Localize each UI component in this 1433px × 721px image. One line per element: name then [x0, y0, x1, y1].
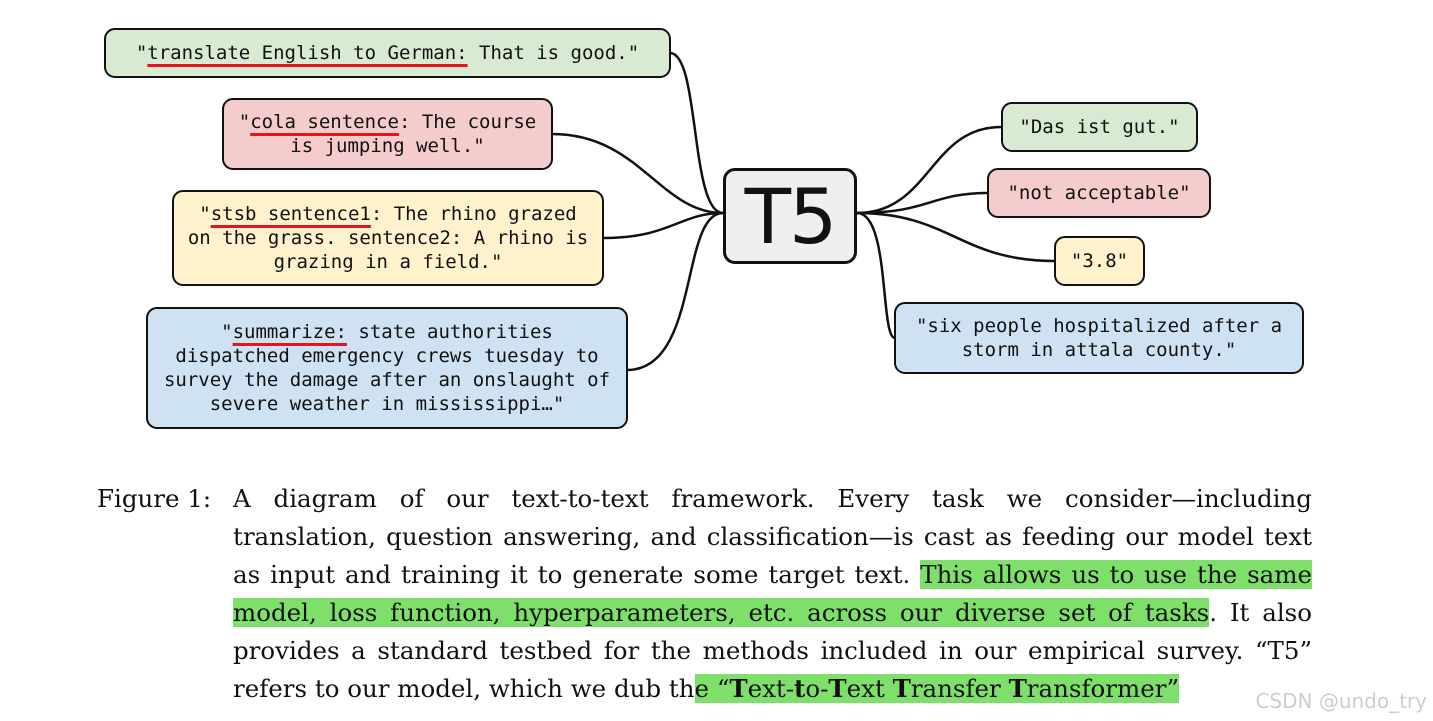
input-translate-box: "translate English to German: That is go… [104, 28, 671, 78]
caption-body: A diagram of our text-to-text framework.… [233, 484, 1312, 703]
t5-label: T5 [744, 171, 838, 261]
caption-highlight-2: e “Text-to-Text Transfer Transformer” [694, 674, 1179, 703]
t5-model-box: T5 [723, 168, 857, 264]
figure-caption: Figure 1: A diagram of our text-to-text … [97, 480, 1312, 708]
task-prefix-cola: cola sentence [250, 111, 399, 133]
connector-summarize [626, 211, 724, 372]
input-stsb-box: "stsb sentence1: The rhino grazed on the… [172, 190, 604, 286]
connector-translate [669, 51, 724, 215]
connector-3-8 [856, 211, 1056, 263]
task-prefix-translate: translate English to German: [147, 42, 468, 64]
connector-not-acceptable [856, 191, 989, 215]
output-not-acceptable-box: "not acceptable" [987, 168, 1211, 218]
output-das-box: "Das ist gut." [1001, 102, 1198, 152]
connector-das [856, 125, 1002, 215]
connector-six-people [856, 211, 896, 340]
connector-lines [551, 51, 1056, 372]
task-prefix-stsb: stsb sentence1 [210, 203, 371, 225]
output-3-8-box: "3.8" [1054, 236, 1145, 286]
text-to-text-diagram: "translate English to German: That is go… [104, 28, 1304, 429]
task-prefix-summarize: summarize: [232, 321, 347, 343]
connector-stsb [603, 211, 724, 240]
figure-label: Figure 1: [97, 484, 212, 513]
connector-cola [551, 132, 724, 215]
output-six-people-box: "six people hospitalized after a storm i… [894, 302, 1304, 374]
watermark: CSDN @undo_try [1255, 689, 1427, 713]
input-cola-box: "cola sentence: The course is jumping we… [222, 98, 553, 170]
input-summarize-box: "summarize: state authorities dispatched… [146, 307, 628, 429]
